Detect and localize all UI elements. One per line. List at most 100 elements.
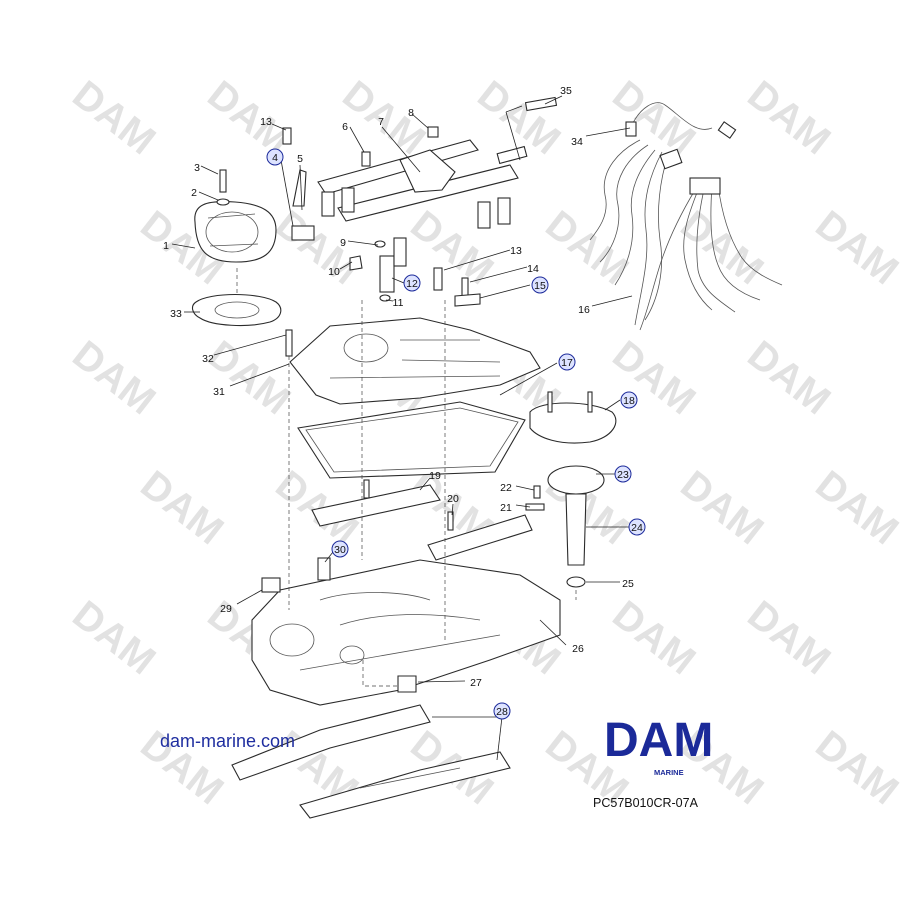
callout-7: 7 xyxy=(378,116,384,128)
callout-number: 34 xyxy=(571,136,583,148)
callout-3: 3 xyxy=(194,162,200,174)
watermark-text: DAM xyxy=(807,722,900,813)
callout-33: 33 xyxy=(170,308,182,320)
callout-number: 19 xyxy=(429,470,441,482)
leader-lines xyxy=(171,95,633,761)
callout-highlight-circle xyxy=(266,148,284,166)
watermark-text: DAM xyxy=(604,332,703,423)
callout-4: 4 xyxy=(266,148,284,166)
callout-number: 2 xyxy=(191,187,197,199)
callout-1: 1 xyxy=(163,240,169,252)
watermark-text: DAM xyxy=(739,592,838,683)
callout-number: 32 xyxy=(202,353,214,365)
callout-number: 7 xyxy=(378,116,384,128)
callout-27: 27 xyxy=(470,677,482,689)
callout-31: 31 xyxy=(213,386,225,398)
callout-number: 24 xyxy=(631,522,643,534)
watermark-text: DAM xyxy=(132,462,231,553)
ignition-wire-set xyxy=(589,102,783,331)
callout-10: 10 xyxy=(328,266,340,278)
callout-number: 28 xyxy=(496,706,508,718)
lower-intake-manifold xyxy=(251,557,561,706)
alignment-lines xyxy=(236,268,577,687)
callout-21: 21 xyxy=(500,502,512,514)
callout-number: 17 xyxy=(561,357,573,369)
callout-number: 11 xyxy=(393,297,404,309)
callout-number: 6 xyxy=(342,121,348,133)
intake-manifold-gaskets xyxy=(231,704,511,819)
watermark-text: DAM xyxy=(604,592,703,683)
callout-number: 13 xyxy=(510,245,522,257)
callout-highlight-circle xyxy=(558,353,576,371)
callout-17: 17 xyxy=(558,353,576,371)
callout-23: 23 xyxy=(614,465,632,483)
callout-number: 3 xyxy=(194,162,200,174)
callout-number: 27 xyxy=(470,677,482,689)
callout-highlight-circle xyxy=(614,465,632,483)
drawing-code: PC57B010CR-07A xyxy=(593,796,698,810)
callout-highlight-circle xyxy=(331,540,349,558)
logo-subtitle: MARINE xyxy=(654,768,684,777)
watermark-text: DAM xyxy=(672,462,771,553)
callout-6: 6 xyxy=(342,121,348,133)
upper-intake-manifold xyxy=(191,293,541,405)
watermark-text: DAM xyxy=(64,72,163,163)
callout-number: 29 xyxy=(220,603,232,615)
callout-26: 26 xyxy=(572,643,584,655)
callout-highlight-circle xyxy=(403,274,421,292)
callout-number: 26 xyxy=(572,643,584,655)
callout-25: 25 xyxy=(622,578,634,590)
callout-number: 30 xyxy=(334,544,346,556)
callout-number: 10 xyxy=(328,266,340,278)
callout-16: 16 xyxy=(578,304,590,316)
watermark-text: DAM xyxy=(807,462,900,553)
callout-24: 24 xyxy=(628,518,646,536)
watermark-text: DAM xyxy=(64,332,163,423)
callout-12: 12 xyxy=(403,274,421,292)
callout-number: 35 xyxy=(560,85,572,97)
dam-marine-logo: DAM MARINE xyxy=(604,714,713,777)
throttle-body xyxy=(194,127,315,263)
callout-5: 5 xyxy=(297,153,303,165)
callout-34: 34 xyxy=(571,136,583,148)
callout-13: 13 xyxy=(260,116,272,128)
callout-number: 8 xyxy=(408,107,414,119)
callout-number: 21 xyxy=(500,502,512,514)
callout-number: 15 xyxy=(534,280,546,292)
watermark-text: DAM xyxy=(199,72,298,163)
watermark-text: DAM xyxy=(537,202,636,293)
callout-13: 13 xyxy=(510,245,522,257)
callout-19: 19 xyxy=(429,470,441,482)
callout-number: 5 xyxy=(297,153,303,165)
callout-number: 23 xyxy=(617,469,629,481)
callout-highlight-circle xyxy=(493,702,511,720)
callout-number: 31 xyxy=(213,386,225,398)
callout-highlight-circle xyxy=(531,276,549,294)
callout-22: 22 xyxy=(500,482,512,494)
injectors-and-sensors xyxy=(349,237,481,307)
watermark-text: DAM xyxy=(64,592,163,683)
callout-number: 20 xyxy=(447,493,459,505)
watermark-text: DAM xyxy=(604,72,703,163)
callout-number: 25 xyxy=(622,578,634,590)
watermark-text: DAM xyxy=(739,72,838,163)
callout-number: 1 xyxy=(163,240,169,252)
callout-15: 15 xyxy=(531,276,549,294)
callout-2: 2 xyxy=(191,187,197,199)
fuel-rail-assembly xyxy=(317,96,558,229)
callout-number: 18 xyxy=(623,395,635,407)
intake-gaskets-upper xyxy=(311,479,533,561)
callout-29: 29 xyxy=(220,603,232,615)
callout-35: 35 xyxy=(560,85,572,97)
callout-number: 13 xyxy=(260,116,272,128)
callout-number: 12 xyxy=(406,278,418,290)
logo-wordmark: DAM xyxy=(604,714,713,767)
callout-number: 4 xyxy=(272,152,278,164)
watermark-text: DAM xyxy=(739,332,838,423)
website-link[interactable]: dam-marine.com xyxy=(160,731,296,751)
callout-20: 20 xyxy=(447,493,459,505)
callout-14: 14 xyxy=(527,263,539,275)
watermark-text: DAM xyxy=(807,202,900,293)
